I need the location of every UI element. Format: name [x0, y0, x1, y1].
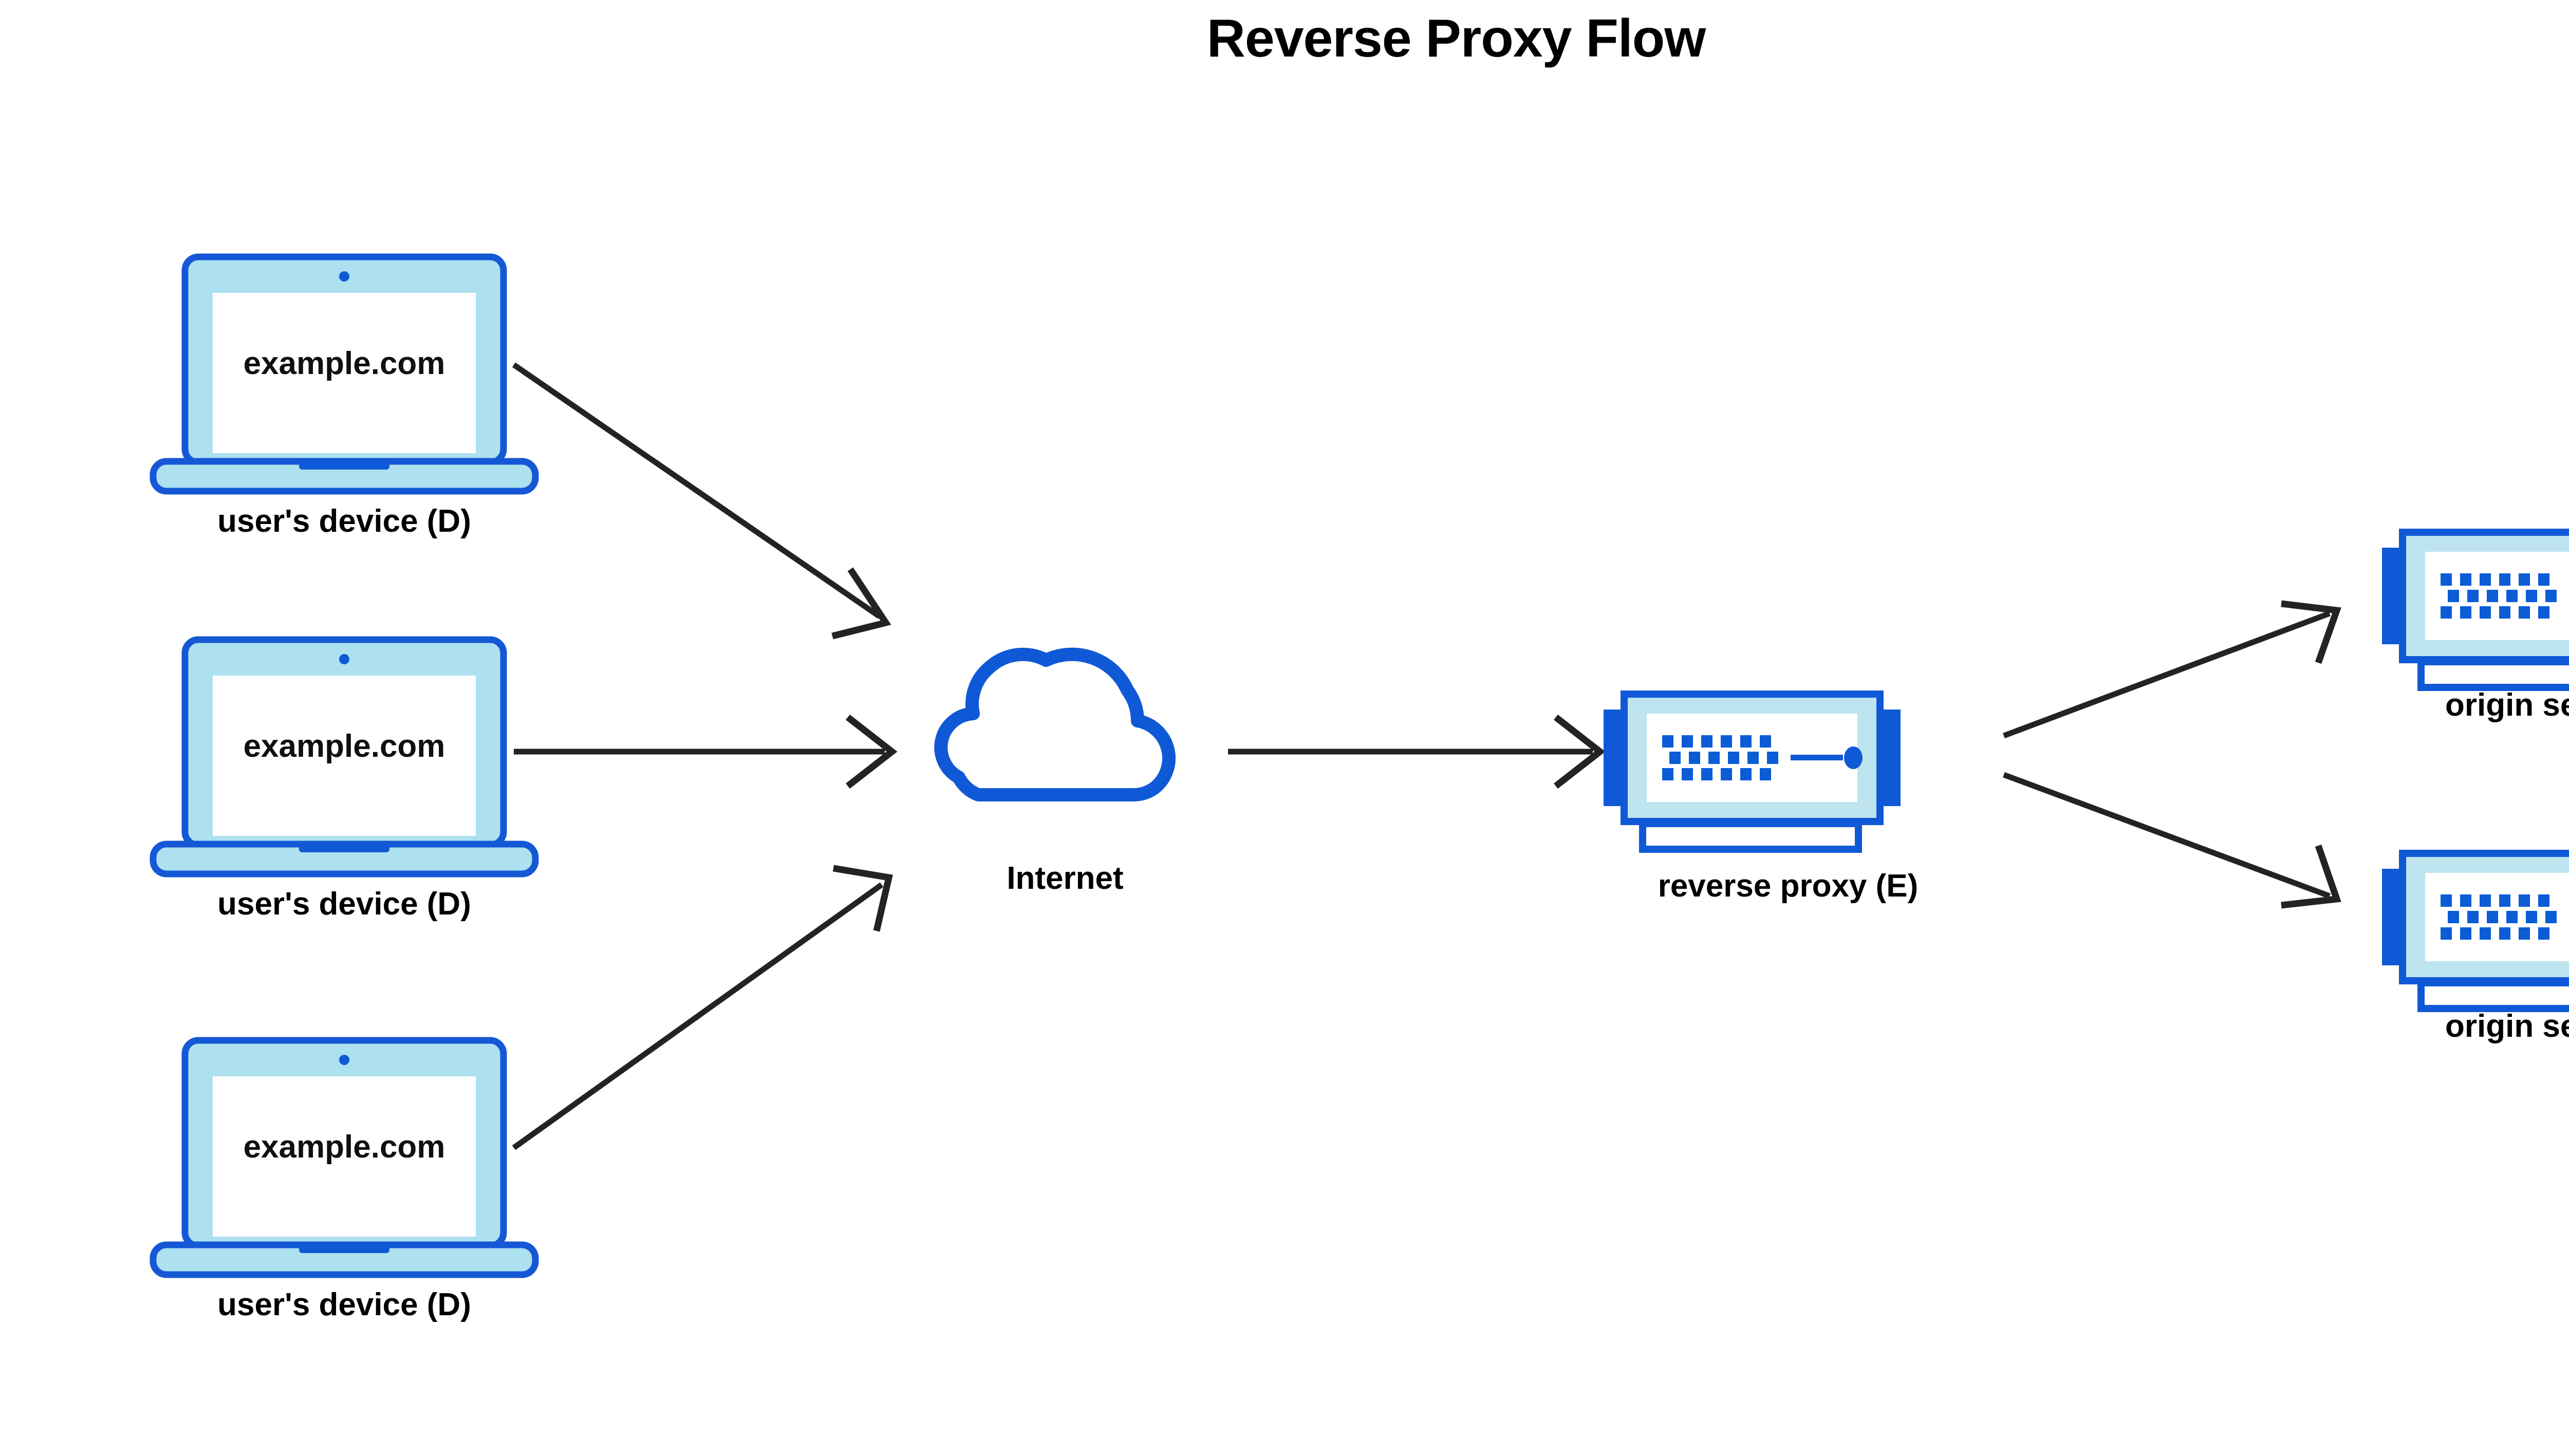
flow-arrows: [512, 362, 2341, 1150]
origin-server-label: origin server (F): [2445, 687, 2569, 723]
node-user-device-2[interactable]: example.com user's device (D): [153, 640, 535, 922]
device-label: user's device (D): [217, 503, 471, 539]
node-reverse-proxy[interactable]: reverse proxy (E): [1604, 694, 1918, 904]
node-origin-server-2[interactable]: origin server (F): [2382, 853, 2569, 1044]
cloud-icon: [941, 655, 1169, 795]
arrow-device1-to-internet: [512, 362, 891, 640]
page-title: Reverse Proxy Flow: [1207, 9, 1707, 68]
device-screen-text: example.com: [244, 346, 445, 381]
internet-label: Internet: [1007, 861, 1123, 896]
node-internet[interactable]: Internet: [941, 655, 1169, 896]
arrow-internet-to-proxy: [1228, 714, 1606, 789]
node-user-device-1[interactable]: example.com user's device (D): [153, 257, 535, 539]
device-screen-text: example.com: [244, 1129, 445, 1165]
device-label: user's device (D): [217, 886, 471, 922]
arrow-proxy-to-origin-top: [2003, 600, 2341, 739]
arrow-device2-to-internet: [514, 714, 898, 789]
reverse-proxy-label: reverse proxy (E): [1658, 868, 1919, 904]
device-screen-text: example.com: [244, 729, 445, 764]
device-label: user's device (D): [217, 1287, 471, 1322]
server-icon: [1604, 694, 1901, 849]
node-origin-server-1[interactable]: origin server (F): [2382, 532, 2569, 723]
origin-server-label: origin server (F): [2445, 1009, 2569, 1044]
server-icon: [2382, 532, 2569, 687]
arrow-proxy-to-origin-bottom: [2003, 772, 2341, 909]
arrow-device3-to-internet: [512, 865, 893, 1150]
server-icon: [2382, 853, 2569, 1009]
node-user-device-3[interactable]: example.com user's device (D): [153, 1040, 535, 1322]
